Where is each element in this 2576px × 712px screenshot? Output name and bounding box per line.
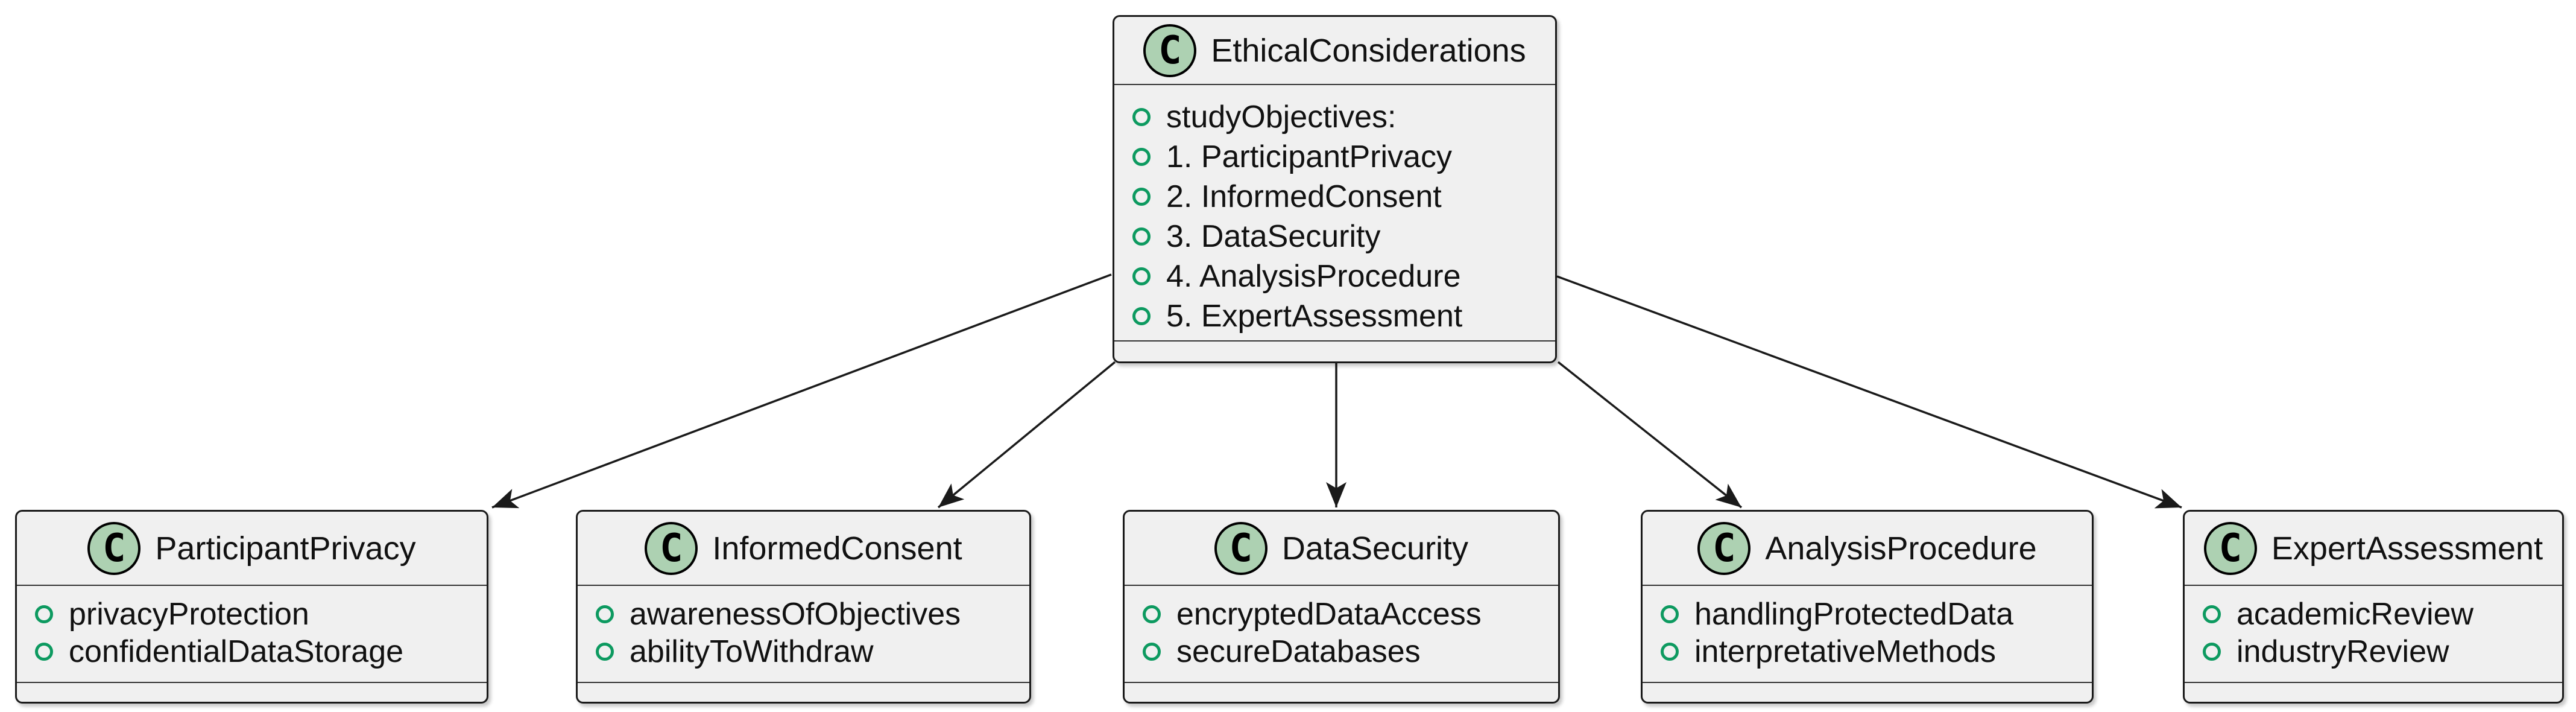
attribute-row: abilityToWithdraw bbox=[578, 633, 1029, 670]
class-box-analysisprocedure: C AnalysisProcedure handlingProtectedDat… bbox=[1641, 510, 2094, 704]
attribute-label: 2. InformedConsent bbox=[1166, 179, 1442, 214]
field-circle-icon bbox=[2203, 643, 2221, 661]
attribute-label: handlingProtectedData bbox=[1694, 597, 2014, 632]
class-name: DataSecurity bbox=[1281, 530, 1469, 567]
attribute-row: encryptedDataAccess bbox=[1125, 596, 1558, 633]
arrow-ethical-to-informedconsent bbox=[937, 361, 1116, 509]
methods-compartment-empty bbox=[1125, 682, 1558, 702]
class-title-row: C ExpertAssessment bbox=[2185, 512, 2562, 586]
class-title-row: C AnalysisProcedure bbox=[1643, 512, 2092, 586]
attribute-label: abilityToWithdraw bbox=[630, 634, 874, 669]
attribute-label: privacyProtection bbox=[69, 597, 309, 632]
attributes-compartment: academicReview industryReview bbox=[2185, 586, 2562, 682]
class-icon: C bbox=[2203, 521, 2257, 575]
methods-compartment-empty bbox=[2185, 682, 2562, 702]
field-circle-icon bbox=[1661, 643, 1679, 661]
attribute-row: 3. DataSecurity bbox=[1114, 217, 1555, 256]
attribute-row: interpretativeMethods bbox=[1643, 633, 2092, 670]
attribute-row: studyObjectives: bbox=[1114, 97, 1555, 137]
attribute-row: 4. AnalysisProcedure bbox=[1114, 256, 1555, 296]
attribute-label: academicReview bbox=[2237, 597, 2474, 632]
attribute-row: handlingProtectedData bbox=[1643, 596, 2092, 633]
class-name: ParticipantPrivacy bbox=[155, 530, 416, 567]
class-name: ExpertAssessment bbox=[2271, 530, 2543, 567]
attribute-row: awarenessOfObjectives bbox=[578, 596, 1029, 633]
field-circle-icon bbox=[1132, 227, 1151, 246]
field-circle-icon bbox=[35, 643, 53, 661]
attribute-label: 5. ExpertAssessment bbox=[1166, 299, 1463, 334]
arrow-ethical-to-expertassessment bbox=[1556, 275, 2182, 509]
field-circle-icon bbox=[1132, 148, 1151, 166]
field-circle-icon bbox=[1143, 643, 1161, 661]
attribute-row: academicReview bbox=[2185, 596, 2562, 633]
methods-compartment-empty bbox=[578, 682, 1029, 702]
arrow-ethical-to-analysisprocedure bbox=[1557, 361, 1743, 509]
class-title-row: C ParticipantPrivacy bbox=[17, 512, 487, 586]
field-circle-icon bbox=[1132, 108, 1151, 126]
methods-compartment-empty bbox=[17, 682, 487, 702]
attribute-row: secureDatabases bbox=[1125, 633, 1558, 670]
attributes-compartment: encryptedDataAccess secureDatabases bbox=[1125, 586, 1558, 682]
attribute-label: awarenessOfObjectives bbox=[630, 597, 961, 632]
class-box-expertassessment: C ExpertAssessment academicReview indust… bbox=[2183, 510, 2564, 704]
class-icon: C bbox=[1697, 521, 1751, 575]
attribute-label: interpretativeMethods bbox=[1694, 634, 1997, 669]
class-title-row: C EthicalConsiderations bbox=[1114, 17, 1555, 85]
attributes-compartment: handlingProtectedData interpretativeMeth… bbox=[1643, 586, 2092, 682]
field-circle-icon bbox=[2203, 605, 2221, 623]
attributes-compartment: privacyProtection confidentialDataStorag… bbox=[17, 586, 487, 682]
class-title-row: C InformedConsent bbox=[578, 512, 1029, 586]
attribute-row: industryReview bbox=[2185, 633, 2562, 670]
class-box-ethicalconsiderations: C EthicalConsiderations studyObjectives:… bbox=[1113, 15, 1557, 363]
class-icon: C bbox=[645, 521, 698, 575]
attribute-label: confidentialDataStorage bbox=[69, 634, 404, 669]
class-name: InformedConsent bbox=[712, 530, 962, 567]
class-name: EthicalConsiderations bbox=[1211, 32, 1526, 69]
field-circle-icon bbox=[1661, 605, 1679, 623]
field-circle-icon bbox=[596, 605, 614, 623]
attribute-row: 5. ExpertAssessment bbox=[1114, 296, 1555, 336]
attribute-row: 2. InformedConsent bbox=[1114, 177, 1555, 217]
methods-compartment-empty bbox=[1114, 340, 1555, 361]
class-name: AnalysisProcedure bbox=[1765, 530, 2037, 567]
field-circle-icon bbox=[596, 643, 614, 661]
attribute-row: 1. ParticipantPrivacy bbox=[1114, 137, 1555, 177]
field-circle-icon bbox=[1132, 188, 1151, 206]
attribute-label: secureDatabases bbox=[1176, 634, 1421, 669]
attribute-row: confidentialDataStorage bbox=[17, 633, 487, 670]
attribute-label: studyObjectives: bbox=[1166, 100, 1397, 135]
attribute-row: privacyProtection bbox=[17, 596, 487, 633]
attributes-compartment: studyObjectives: 1. ParticipantPrivacy 2… bbox=[1114, 85, 1555, 340]
class-box-datasecurity: C DataSecurity encryptedDataAccess secur… bbox=[1123, 510, 1560, 704]
class-icon: C bbox=[1143, 24, 1197, 77]
attribute-label: encryptedDataAccess bbox=[1176, 597, 1482, 632]
arrow-ethical-to-participantprivacy bbox=[491, 273, 1112, 509]
field-circle-icon bbox=[35, 605, 53, 623]
class-box-participantprivacy: C ParticipantPrivacy privacyProtection c… bbox=[15, 510, 488, 704]
attribute-label: 4. AnalysisProcedure bbox=[1166, 259, 1461, 294]
methods-compartment-empty bbox=[1643, 682, 2092, 702]
class-icon: C bbox=[87, 521, 141, 575]
class-icon: C bbox=[1214, 521, 1267, 575]
attribute-label: 3. DataSecurity bbox=[1166, 219, 1381, 254]
field-circle-icon bbox=[1132, 307, 1151, 325]
attribute-label: 1. ParticipantPrivacy bbox=[1166, 139, 1452, 174]
attribute-label: industryReview bbox=[2237, 634, 2449, 669]
field-circle-icon bbox=[1132, 267, 1151, 285]
class-box-informedconsent: C InformedConsent awarenessOfObjectives … bbox=[576, 510, 1031, 704]
class-title-row: C DataSecurity bbox=[1125, 512, 1558, 586]
attributes-compartment: awarenessOfObjectives abilityToWithdraw bbox=[578, 586, 1029, 682]
field-circle-icon bbox=[1143, 605, 1161, 623]
